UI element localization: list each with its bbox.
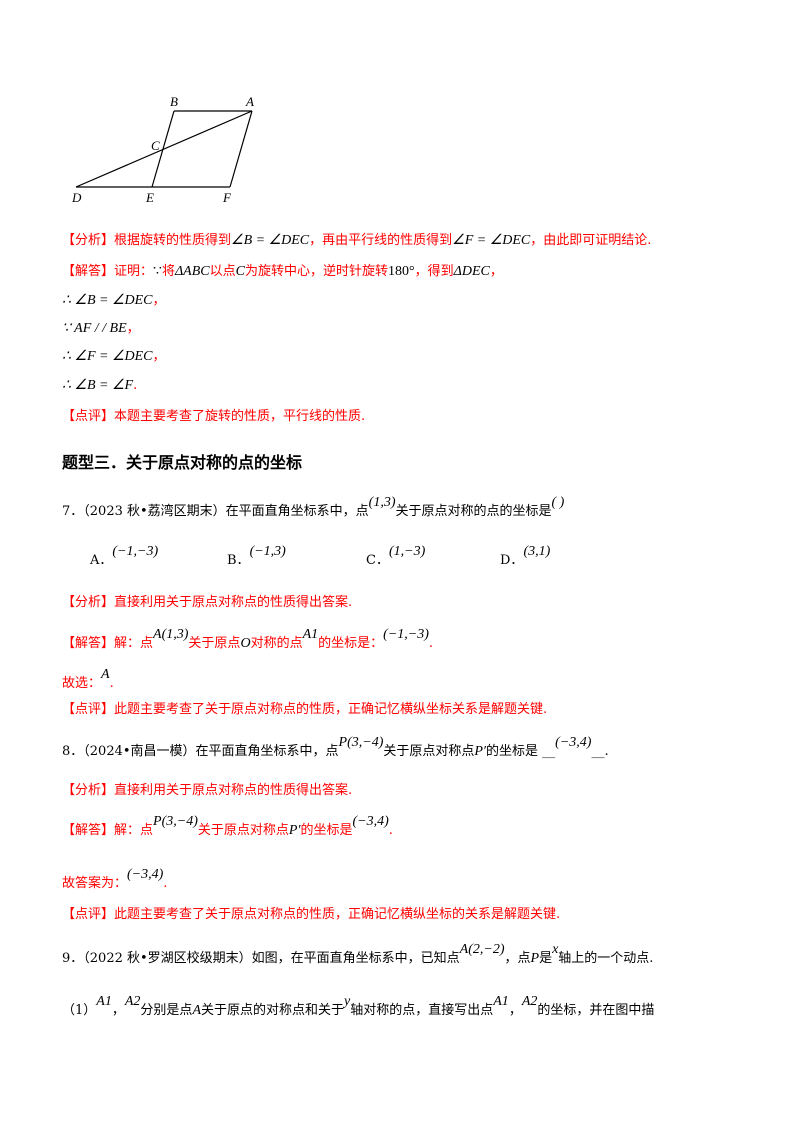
- q8-final: 故答案为：(−3,4).: [62, 867, 168, 891]
- section-title: 题型三．关于原点对称的点的坐标: [62, 453, 303, 472]
- label-c: C: [151, 138, 160, 153]
- q6-step-2: ∵ AF / / BE，: [62, 321, 140, 336]
- q6-step-4: ∴ ∠B = ∠F.: [62, 378, 138, 393]
- q7-analysis: 【分析】直接利用关于原点对称点的性质得出答案.: [62, 595, 353, 610]
- label-e: E: [145, 190, 154, 205]
- q7-option-d: D．(3,1): [500, 544, 551, 568]
- q7-option-a: A．(−1,−3): [90, 544, 159, 568]
- q8-analysis: 【分析】直接利用关于原点对称点的性质得出答案.: [62, 783, 353, 798]
- q8-comment: 【点评】此题主要考查了关于原点对称点的性质，正确记忆横纵坐标的关系是解题关键.: [62, 907, 561, 922]
- q7-stem: 7．（2023 秋•荔湾区期末）在平面直角坐标系中，点(1,3)关于原点对称的点…: [62, 495, 565, 519]
- q6-analysis: 【分析】根据旋转的性质得到∠B = ∠DEC，再由平行线的性质得到∠F = ∠D…: [62, 233, 652, 248]
- q9-stem: 9．（2022 秋•罗湖区校级期末）如图，在平面直角坐标系中，已知点A(2,−2…: [62, 942, 654, 966]
- q6-step-1: ∴ ∠B = ∠DEC，: [62, 293, 166, 308]
- segment-af: [229, 110, 253, 188]
- q7-comment: 【点评】此题主要考查了关于原点对称点的性质，正确记忆横纵坐标关系是解题关键.: [62, 702, 548, 717]
- q7-option-c: C．(1,−3): [366, 544, 426, 568]
- q8-answer: 【解答】解：点P(3,−4)关于原点对称点P′的坐标是(−3,4).: [62, 814, 393, 838]
- label-d: D: [71, 190, 82, 205]
- q7-choice: 故选：A.: [62, 667, 114, 691]
- q7-option-b: B．(−1,3): [227, 544, 286, 568]
- q6-step-3: ∴ ∠F = ∠DEC，: [62, 349, 166, 364]
- q7-answer: 【解答】解：点A(1,3)关于原点O对称的点A1的坐标是：(−1,−3).: [62, 627, 434, 651]
- label-a: A: [245, 94, 254, 109]
- q8-stem: 8．（2024•南昌一模）在平面直角坐标系中，点P(3,−4)关于原点对称点P′…: [62, 735, 609, 759]
- label-f: F: [222, 190, 232, 205]
- q6-answer: 【解答】证明：∵将ΔABC以点C为旋转中心，逆时针旋转180°，得到ΔDEC，: [62, 264, 503, 279]
- q9-part-1: （1）A1，A2分别是点A关于原点的对称点和关于y轴对称的点，直接写出点A1，A…: [62, 994, 655, 1018]
- segment-da: [75, 110, 253, 188]
- q6-comment: 【点评】本题主要考查了旋转的性质，平行线的性质.: [62, 409, 366, 424]
- geometry-figure: B A C D E F: [71, 94, 254, 205]
- label-b: B: [170, 94, 178, 109]
